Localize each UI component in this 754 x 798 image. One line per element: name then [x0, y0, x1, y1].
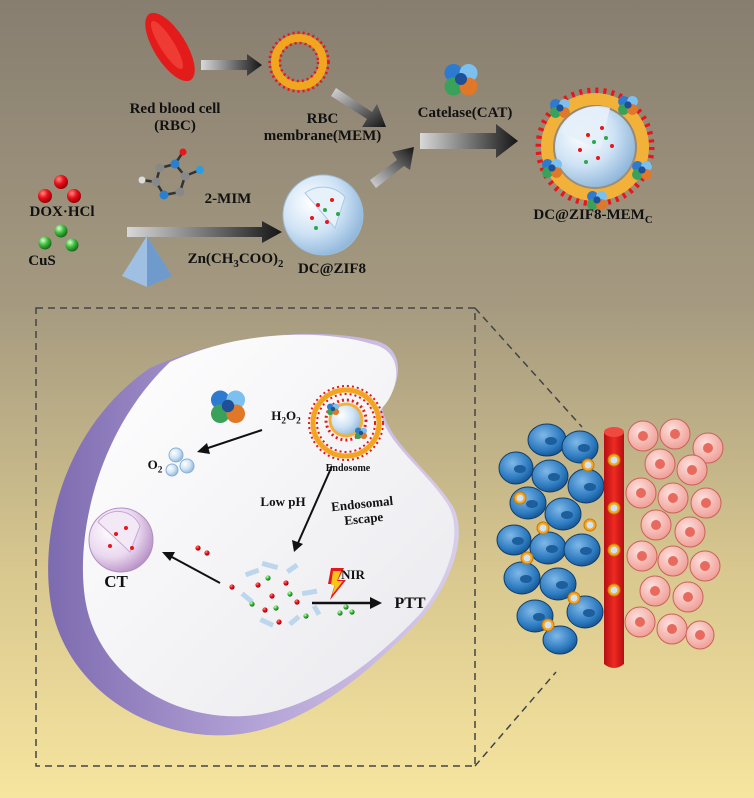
o2-text: O: [147, 457, 158, 472]
rbc-label-line1: Red blood cell: [129, 101, 221, 117]
nir-lightning-icon: [328, 568, 346, 600]
zinc-text-b: COO): [238, 251, 278, 267]
h2o2-label: H2O2: [266, 408, 306, 427]
arrow-to-ptt: [370, 597, 382, 609]
arrow-rbc-to-membrane: [201, 54, 262, 76]
nir-label: NIR: [341, 567, 365, 582]
arrow-to-final-product: [420, 124, 518, 158]
arrow-endosomal-escape: [292, 540, 303, 552]
arrow-to-ct: [162, 552, 175, 561]
final-product-label: DC@ZIF8-MEMC: [518, 207, 668, 226]
zinc-pyramid-icon: [122, 236, 172, 287]
rbc-membrane-icon: [268, 31, 330, 93]
zinc-text-a: Zn(CH: [187, 251, 234, 267]
released-cus: [249, 575, 355, 619]
imidazole-atoms: [138, 148, 204, 200]
inset-frame: [35, 307, 476, 767]
zinc-acetate-label: Zn(CH3COO)2: [173, 251, 298, 270]
o2-label: O2: [145, 457, 165, 476]
catalase-in-cell-icon: [210, 390, 246, 424]
catalase-enzyme-icon: [444, 64, 478, 96]
o2-sub: 2: [157, 465, 163, 476]
dczif8-nanoparticle: [282, 174, 364, 256]
released-fragments: [240, 560, 322, 628]
dczif8-label: DC@ZIF8: [297, 261, 367, 277]
h2o2-sub-1: 2: [281, 416, 286, 427]
low-ph-label: Low pH: [260, 494, 306, 509]
released-dox: [195, 545, 300, 625]
oxygen-bubbles: [165, 447, 195, 477]
membrane-label-line2: membrane(MEM): [263, 128, 382, 145]
rbc-label: Red blood cell (RBC): [100, 101, 250, 136]
dox-molecules: [38, 175, 81, 203]
ptt-label: PTT: [394, 595, 426, 612]
membrane-label: RBC membrane(MEM): [255, 111, 390, 146]
normal-cells: [624, 418, 724, 650]
membrane-label-line1: RBC: [306, 111, 339, 127]
h2o2-text-b: O: [286, 408, 297, 423]
dox-label: DOX·HCl: [29, 204, 95, 220]
cus-particles: [38, 224, 79, 252]
catalase-label: Catelase(CAT): [417, 105, 513, 121]
rbc-label-line2: (RBC): [154, 118, 196, 135]
zoom-line-bottom: [474, 671, 557, 767]
red-blood-cell-icon: [145, 12, 195, 82]
ct-label: CT: [104, 572, 128, 591]
final-product-nanoparticle: [535, 87, 655, 210]
tumor-cells: [496, 423, 605, 655]
arrow-membrane-to-fusion: [331, 88, 386, 127]
h2o2-text-a: H: [271, 408, 282, 423]
ct-nanoparticle: [88, 507, 154, 573]
mim-label: 2-MIM: [204, 191, 252, 207]
endosome-particle: [308, 385, 384, 461]
arrow-h2o2-to-o2: [197, 443, 210, 454]
zinc-sub-1: 3: [233, 258, 239, 270]
endosome-label: Endosome: [325, 463, 371, 474]
zoom-line-top: [474, 307, 583, 428]
cus-label: CuS: [28, 253, 56, 269]
h2o2-sub-2: 2: [296, 416, 301, 427]
arrow-zif8-to-fusion: [370, 147, 414, 188]
zinc-sub-2: 2: [278, 258, 284, 270]
arrow-to-dczif8: [127, 221, 282, 243]
final-product-text: DC@ZIF8-MEM: [533, 207, 645, 223]
final-product-subscript: C: [644, 214, 653, 226]
